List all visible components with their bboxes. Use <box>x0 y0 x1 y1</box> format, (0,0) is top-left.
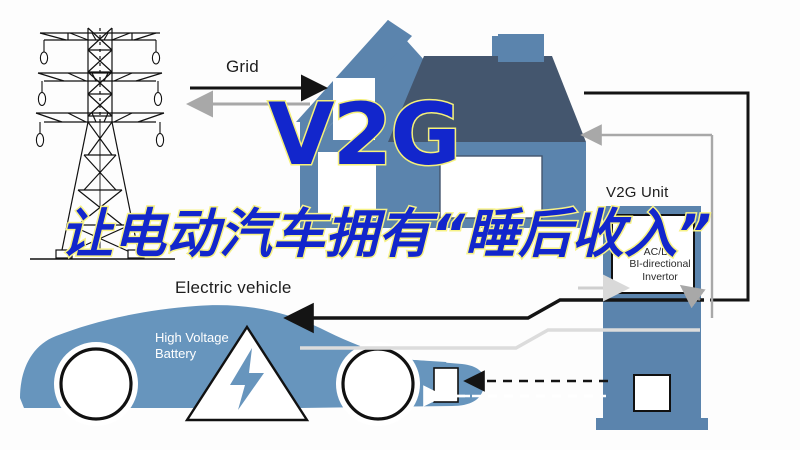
label-electric-vehicle: Electric vehicle <box>175 278 292 297</box>
label-inverter-line1: BI-directional <box>629 258 691 270</box>
label-v2g-unit: V2G Unit <box>606 184 669 201</box>
label-inverter-line2: Invertor <box>642 270 678 283</box>
flow-unit-to-car <box>283 298 704 334</box>
label-battery-line2: Battery <box>155 345 197 361</box>
label-grid: Grid <box>226 57 259 76</box>
electric-car-icon <box>20 305 485 426</box>
high-voltage-warning-icon <box>184 324 310 422</box>
chinese-headline-overlay: 让电动汽车拥有“睡后收入” <box>58 204 712 265</box>
transmission-tower-icon <box>30 27 175 260</box>
flow-car-to-unit <box>300 328 700 350</box>
flow-house-to-unit <box>584 91 750 302</box>
label-high-voltage-battery: High Voltage Battery <box>155 330 275 361</box>
v2g-title-overlay: V2G <box>267 85 463 185</box>
v2g-charging-unit-icon <box>596 206 708 430</box>
label-battery-line1: High Voltage <box>155 330 229 345</box>
label-inverter-type: BI-directional Invertor <box>614 258 706 283</box>
label-inverter-acdc: AC/DC <box>643 246 677 258</box>
house-icon <box>296 20 586 228</box>
